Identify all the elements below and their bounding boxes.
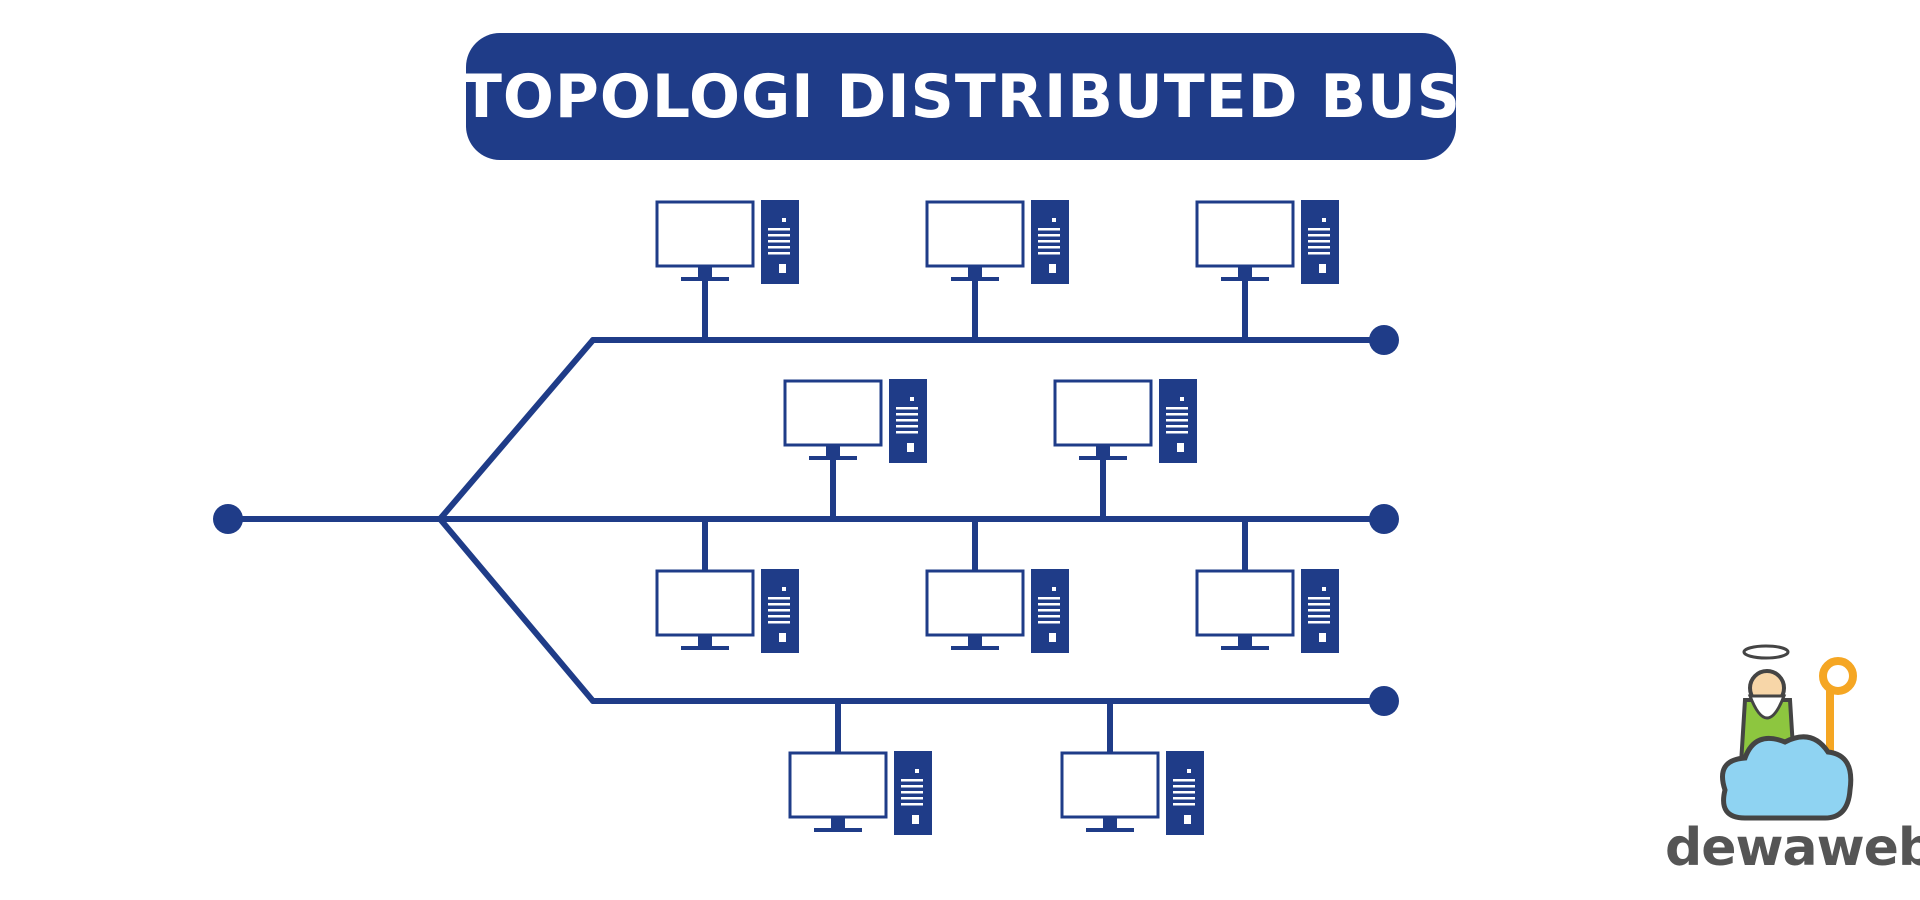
dewaweb-mascot-icon [1720, 644, 1857, 821]
bus-terminator-icon [1369, 325, 1399, 355]
bus-wires [213, 277, 1399, 756]
desktop-computer-icon [1195, 569, 1341, 655]
desktop-computer-icon [1053, 379, 1199, 465]
bus-terminator-icon [1369, 504, 1399, 534]
title-banner: TOPOLOGI DISTRIBUTED BUS [461, 33, 1460, 160]
bus-terminator-icon [213, 504, 243, 534]
page-title: TOPOLOGI DISTRIBUTED BUS [461, 61, 1461, 132]
brand-name: dewaweb [1665, 818, 1920, 878]
desktop-computer-icon [788, 751, 934, 837]
desktop-computer-icon [783, 379, 929, 465]
desktop-computer-icon [1195, 200, 1341, 286]
desktop-computer-icon [655, 200, 801, 286]
fork-line-bottom [437, 516, 596, 704]
fork-line-top [437, 337, 596, 522]
bus-terminator-icon [1369, 686, 1399, 716]
desktop-computer-icon [925, 200, 1071, 286]
desktop-computer-icon [655, 569, 801, 655]
desktop-computer-icon [1060, 751, 1206, 837]
desktop-computer-icon [925, 569, 1071, 655]
